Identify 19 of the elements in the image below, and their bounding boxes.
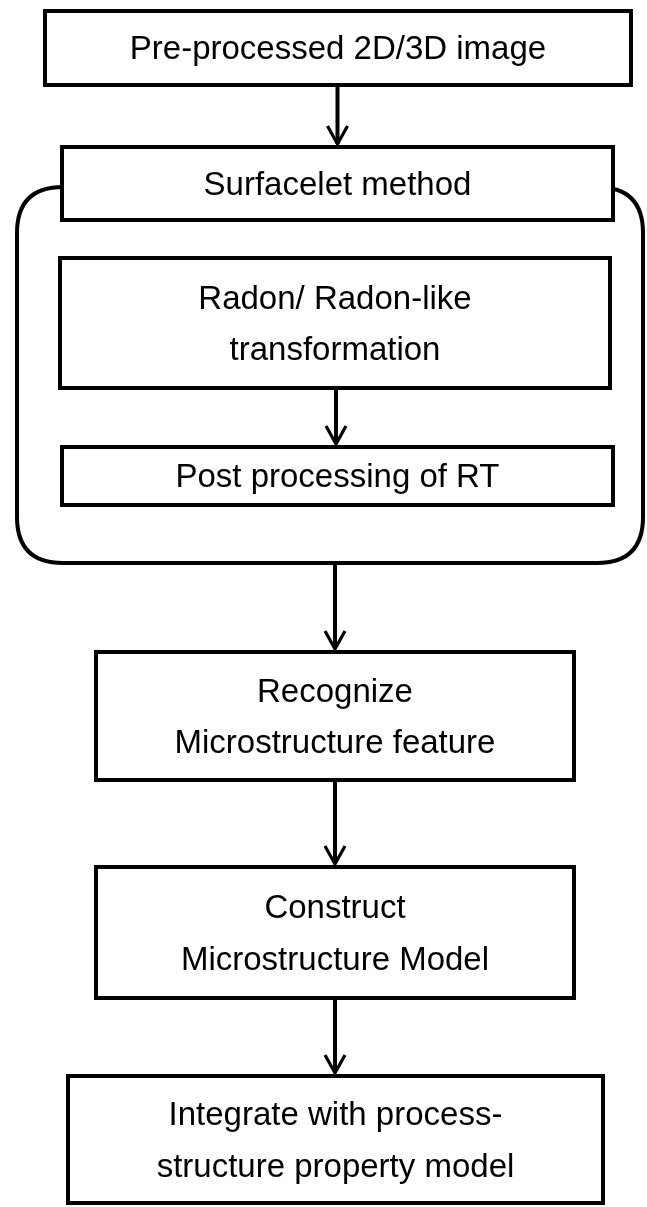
box-label: Construct Microstructure Model bbox=[179, 887, 491, 979]
box-label: Pre-processed 2D/3D image bbox=[129, 28, 547, 69]
box-label: Post processing of RT bbox=[175, 456, 500, 497]
process-box bbox=[43, 9, 633, 87]
process-box bbox=[60, 445, 615, 507]
arrow bbox=[323, 565, 347, 651]
process-box bbox=[60, 145, 615, 222]
process-box bbox=[94, 865, 576, 1000]
arrow bbox=[324, 390, 348, 446]
arrow bbox=[323, 1000, 347, 1075]
box-label: Radon/ Radon-like transformation bbox=[197, 277, 473, 369]
arrow bbox=[323, 782, 347, 866]
arrow bbox=[325, 87, 350, 146]
process-box bbox=[66, 1074, 605, 1205]
process-box bbox=[58, 256, 612, 390]
box-label: Integrate with process-structure property model bbox=[155, 1094, 516, 1186]
process-box bbox=[94, 650, 576, 782]
box-label: Recognize Microstructure feature bbox=[173, 670, 497, 762]
box-label: Surfacelet method bbox=[203, 163, 472, 204]
